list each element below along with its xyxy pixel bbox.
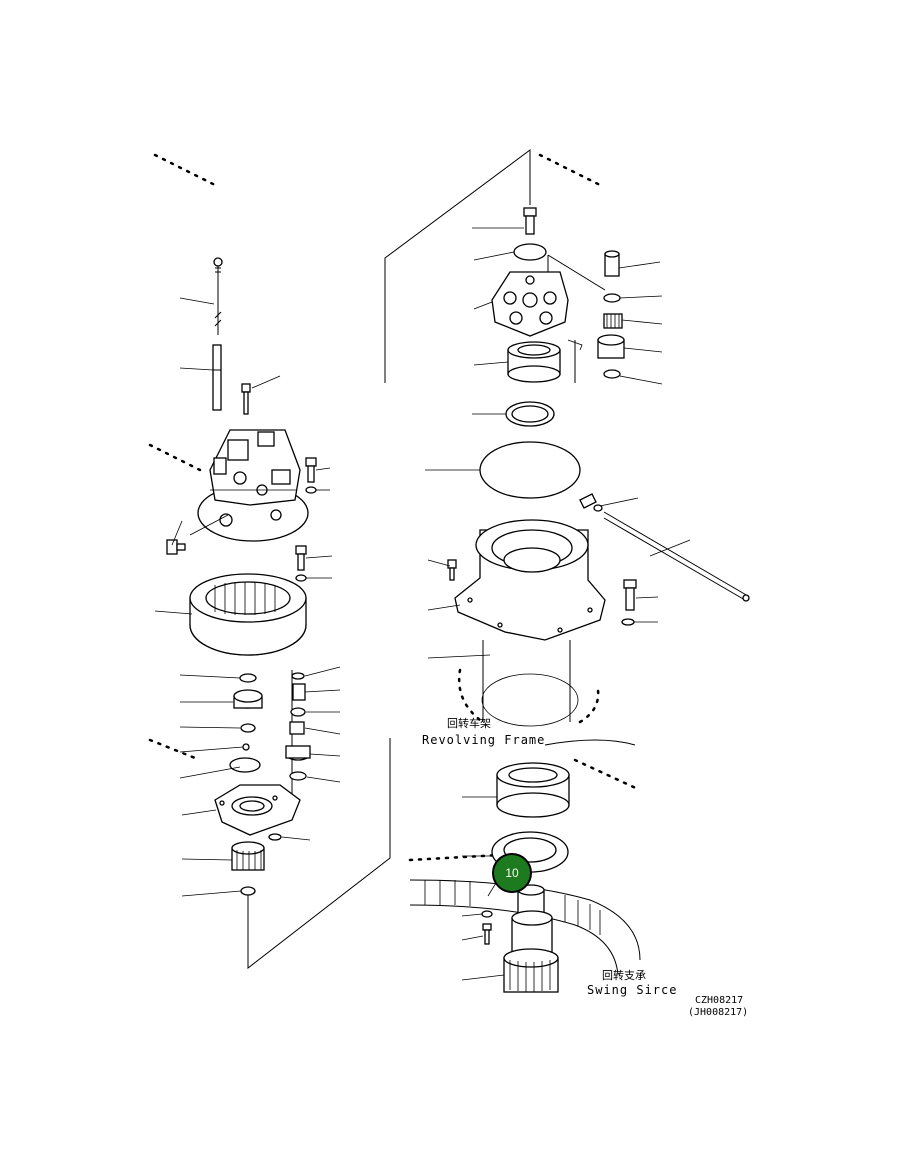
badge-number[interactable]: 10: [505, 866, 519, 880]
top-bolt: [523, 207, 537, 235]
ring-gear-housing: [189, 573, 307, 656]
reducer-housing: [454, 519, 606, 641]
drawing-code: CZH08217: [695, 995, 743, 1006]
swing-circle-label-en: Swing Sirce: [587, 983, 677, 997]
cover-cap: [513, 243, 547, 261]
o-ring: [479, 441, 581, 499]
planetary-parts-right: [268, 672, 311, 841]
sun-gear: [231, 841, 265, 896]
housing-bolts-right: [621, 579, 637, 626]
motor-side-bolts: [295, 457, 317, 582]
swing-motor: [197, 429, 309, 542]
carrier-plate: [214, 784, 301, 836]
badge-circle[interactable]: [492, 853, 532, 893]
drain-pipe: [603, 511, 750, 602]
swing-circle-label-cn: 回转支承: [602, 968, 646, 982]
leader-lines-left: [154, 297, 341, 897]
part-number-badge[interactable]: 10: [487, 853, 532, 897]
pinion-bolts: [481, 910, 493, 945]
shaft-pin: [212, 344, 222, 411]
planetary-parts-left: [229, 673, 263, 773]
level-gauge-rod: [213, 257, 223, 335]
grease-fitting: [579, 493, 603, 512]
lower-bearing: [496, 762, 570, 818]
leader-lines-right: [425, 227, 691, 981]
plug: [166, 539, 186, 555]
planet-parts-right: [567, 250, 625, 379]
housing-side-bolt: [447, 559, 457, 581]
upper-bearing: [507, 341, 561, 383]
seal-ring: [505, 401, 555, 427]
left-motor-assembly: [166, 257, 317, 896]
upper-carrier: [491, 271, 569, 337]
right-reducer-assembly: [409, 207, 750, 993]
revolving-frame-label-en: Revolving Frame: [422, 733, 545, 747]
swing-circle-outline: [409, 739, 641, 976]
pinion-shaft: [503, 884, 559, 993]
revolving-frame-label-cn: 回转车架: [447, 716, 491, 730]
drawing-code-alt: (JH008217): [688, 1007, 748, 1018]
motor-bolt: [241, 383, 251, 415]
mounting-hole-circle: [457, 668, 600, 727]
